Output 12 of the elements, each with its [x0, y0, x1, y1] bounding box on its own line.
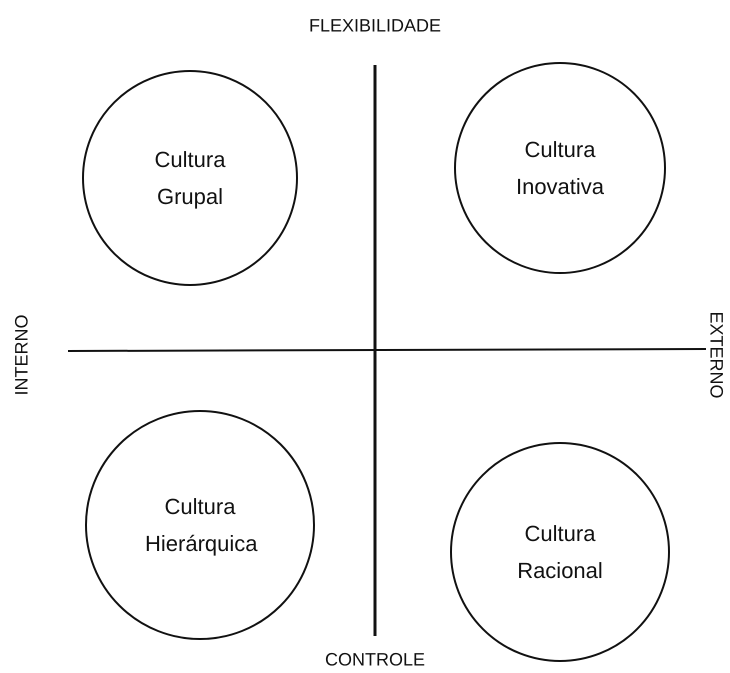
axis-label: EXTERNO — [706, 312, 726, 398]
culture-circle — [454, 62, 666, 274]
culture-circle — [82, 70, 298, 286]
axis-label: FLEXIBILIDADE — [308, 16, 442, 36]
circle-label: Cultura Racional — [516, 520, 604, 585]
culture-circle — [450, 442, 670, 662]
axis-label: CONTROLE — [325, 650, 425, 670]
axis-label: INTERNO — [12, 314, 32, 396]
circle-label: Cultura Inovativa — [514, 136, 606, 201]
culture-circle — [85, 410, 315, 640]
circle-label: Cultura Grupal — [154, 146, 226, 211]
circle-label: Cultura Hierárquica — [145, 492, 255, 558]
